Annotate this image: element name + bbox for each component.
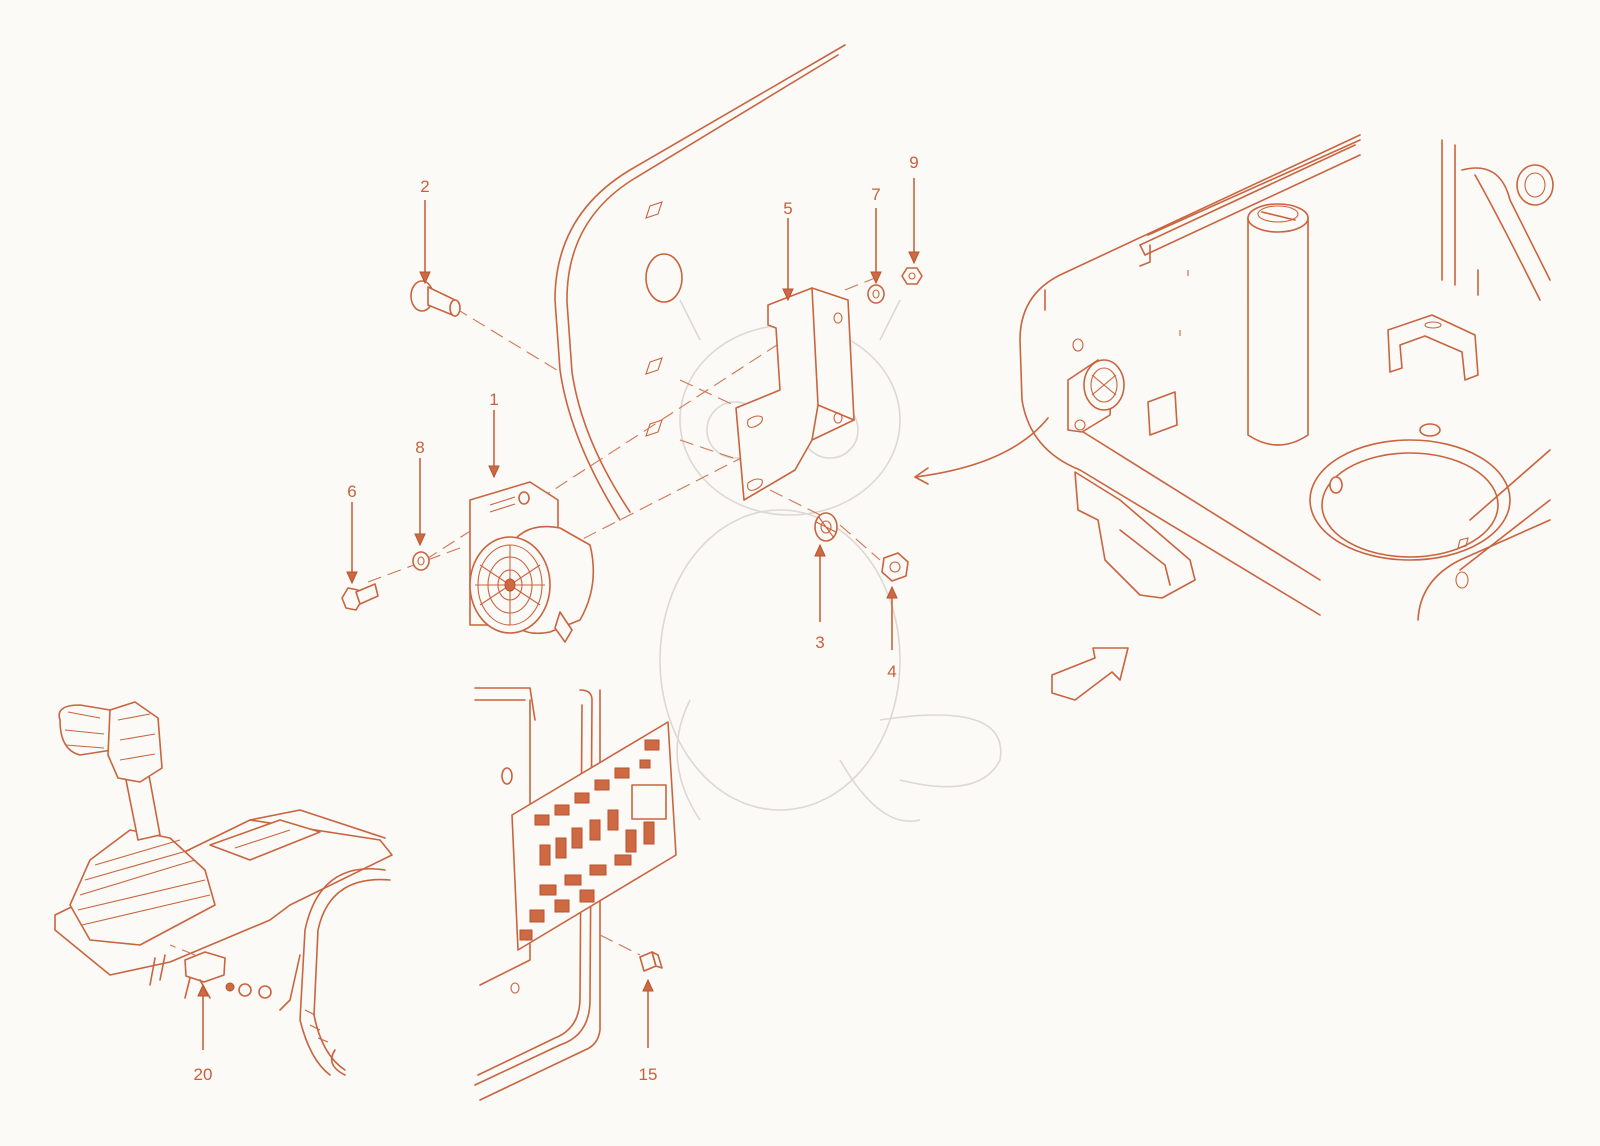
part-4-nut: [881, 552, 909, 582]
callout-8: 8: [415, 438, 424, 457]
pcb-components: [519, 739, 667, 941]
callout-5: 5: [783, 199, 792, 218]
part-9-nut: [901, 267, 923, 285]
callout-3: 3: [815, 633, 824, 652]
machine-overview: [914, 134, 1554, 621]
callout-1: 1: [489, 390, 498, 409]
part-8-washer: [412, 551, 430, 571]
watermark-dragon: [659, 299, 1002, 822]
callout-20: 20: [194, 1065, 213, 1084]
callout-4: 4: [887, 662, 896, 681]
callout-7: 7: [871, 185, 880, 204]
callout-labels: 1 2 3 4 5 6 7 8 9 15 20: [194, 153, 919, 1084]
joystick-assembly: [54, 701, 393, 1076]
callout-9: 9: [909, 153, 918, 172]
controller-board-assembly: [474, 687, 677, 1101]
part-5-bracket: [735, 287, 855, 501]
part-3-lock-washer: [814, 512, 838, 542]
callout-arrows: [197, 178, 920, 1050]
callout-2: 2: [420, 177, 429, 196]
part-6-bolt: [341, 583, 379, 611]
part-7-washer: [867, 284, 885, 304]
callout-15: 15: [639, 1065, 658, 1084]
callout-6: 6: [347, 482, 356, 501]
part-2-bolt: [410, 280, 461, 317]
view-direction-arrow-icon: [1051, 647, 1129, 701]
side-panel: [554, 44, 846, 521]
part-1-alarm: [469, 481, 595, 643]
